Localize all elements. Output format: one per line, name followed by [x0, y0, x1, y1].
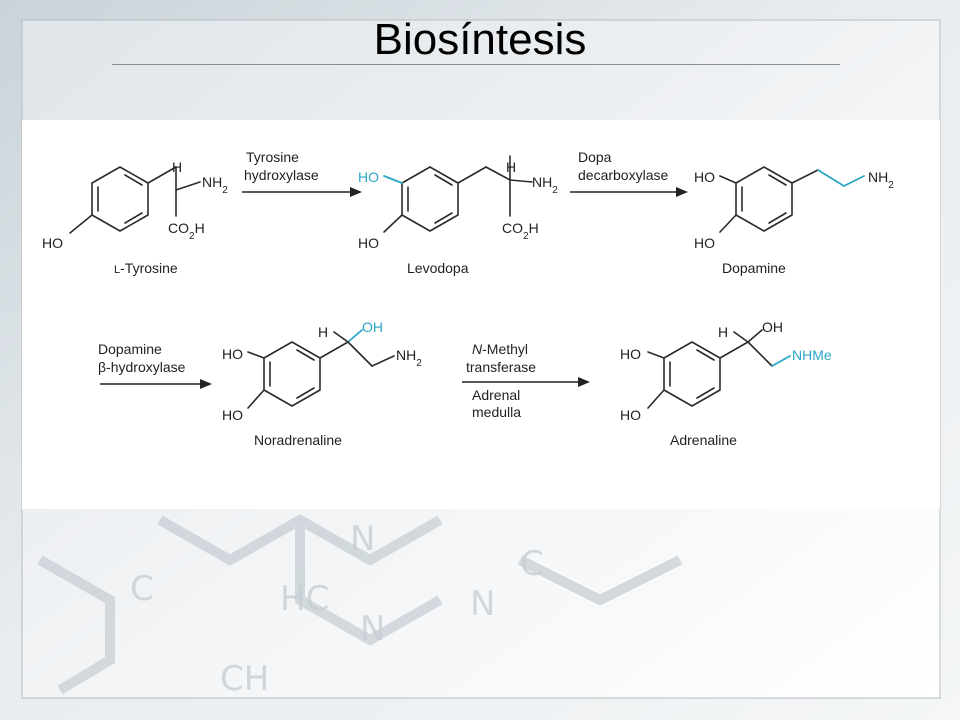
- tyrosine-structure: H NH2 CO2H HO L-Tyrosine: [42, 159, 228, 276]
- adrenaline-structure: H OH NHMe HO HO Adrenaline: [620, 319, 832, 448]
- noradrenaline-oh-highlight: OH: [362, 319, 383, 335]
- svg-text:C: C: [130, 569, 154, 609]
- levodopa-co2h-label: CO2H: [502, 220, 539, 242]
- tyrosine-nh2-label: NH2: [202, 174, 228, 196]
- adrenaline-ho-label-2: HO: [620, 407, 641, 423]
- tyrosine-co2h-label: CO2H: [168, 220, 205, 242]
- svg-text:N: N: [360, 609, 385, 649]
- noradrenaline-h-label: H: [318, 324, 328, 340]
- arrow-tyrosine-hydroxylase: Tyrosine hydroxylase: [242, 149, 362, 197]
- svg-text:CH: CH: [220, 659, 269, 699]
- noradrenaline-name: Noradrenaline: [254, 432, 342, 448]
- enzyme4-line1: N-Methyl: [472, 341, 528, 357]
- svg-text:N: N: [350, 519, 375, 559]
- reaction-scheme-svg: H NH2 CO2H HO L-Tyrosine Tyrosine hydrox…: [42, 149, 894, 448]
- levodopa-nh2-label: NH2: [532, 174, 558, 196]
- enzyme2-line2: decarboxylase: [578, 167, 668, 183]
- adrenaline-h-label: H: [718, 324, 728, 340]
- dopamine-ho-label-1: HO: [694, 169, 715, 185]
- arrow-n-methyl-transferase: N-Methyl transferase Adrenal medulla: [462, 341, 590, 420]
- adrenaline-ho-label-1: HO: [620, 346, 641, 362]
- adrenaline-oh-label: OH: [762, 319, 783, 335]
- arrow-dopamine-beta-hydroxylase: Dopamine β-hydroxylase: [98, 341, 212, 389]
- enzyme1-line1: Tyrosine: [246, 149, 299, 165]
- enzyme1-line2: hydroxylase: [244, 167, 319, 183]
- enzyme4-line4: medulla: [472, 404, 521, 420]
- enzyme4-line3: Adrenal: [472, 387, 520, 403]
- noradrenaline-ho-label-2: HO: [222, 407, 243, 423]
- tyrosine-h-label: H: [172, 159, 182, 175]
- levodopa-h-label: H: [506, 159, 516, 175]
- title-divider: [112, 64, 840, 65]
- adrenaline-nhme-highlight: NHMe: [792, 347, 832, 363]
- slide-title: Biosíntesis: [373, 15, 587, 64]
- levodopa-ho-highlight: HO: [358, 169, 379, 185]
- dopamine-structure: HO HO NH2 Dopamine: [694, 166, 894, 276]
- levodopa-ho-label: HO: [358, 235, 379, 251]
- noradrenaline-ho-label-1: HO: [222, 346, 243, 362]
- tyrosine-name: L-Tyrosine: [114, 260, 178, 276]
- dopamine-ho-label-2: HO: [694, 235, 715, 251]
- biosynthesis-scheme: H NH2 CO2H HO L-Tyrosine Tyrosine hydrox…: [22, 120, 940, 509]
- noradrenaline-nh2-label: NH2: [396, 347, 422, 369]
- enzyme2-line1: Dopa: [578, 149, 612, 165]
- dopamine-name: Dopamine: [722, 260, 786, 276]
- levodopa-name: Levodopa: [407, 260, 469, 276]
- tyrosine-ho-label: HO: [42, 235, 63, 251]
- levodopa-structure: HO HO H NH2 CO2H Levodopa: [358, 155, 558, 276]
- enzyme3-line1: Dopamine: [98, 341, 162, 357]
- svg-text:C: C: [520, 544, 544, 584]
- svg-text:HC: HC: [280, 579, 329, 619]
- enzyme4-line2: transferase: [466, 359, 536, 375]
- svg-text:N: N: [470, 584, 495, 624]
- arrow-dopa-decarboxylase: Dopa decarboxylase: [570, 149, 688, 197]
- noradrenaline-structure: H OH NH2 HO HO Noradrenaline: [222, 319, 422, 448]
- enzyme3-line2: β-hydroxylase: [98, 359, 186, 375]
- adrenaline-name: Adrenaline: [670, 432, 737, 448]
- dopamine-nh2-label: NH2: [868, 169, 894, 191]
